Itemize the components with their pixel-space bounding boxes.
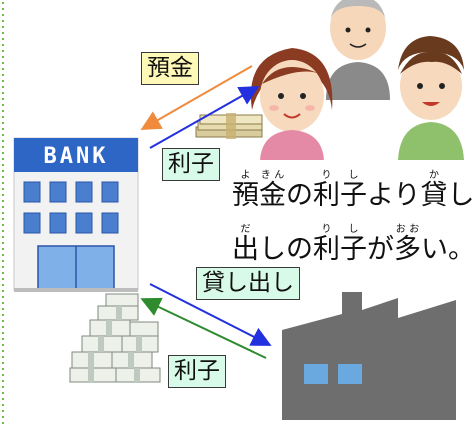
caption-line-2: 出だしの利り子しが多おおい。 (232, 224, 472, 263)
furigana: よ (232, 170, 259, 181)
caption-segment: しの (259, 234, 313, 265)
caption-segment: 利り (313, 170, 340, 211)
caption-segment: い。 (421, 234, 472, 265)
interest-arrow-bottom (140, 297, 267, 359)
furigana: り (313, 170, 340, 181)
caption-segment: より (367, 180, 421, 211)
furigana: きん (259, 170, 286, 181)
caption-segment: 子し (340, 170, 367, 211)
loan-label: 貸し出し (196, 267, 300, 300)
caption-line-1: 預よ金きんの利り子しより貸かし (232, 170, 472, 209)
factory-icon (282, 292, 456, 420)
loan-arrow (149, 283, 272, 346)
caption-segment: 預よ (232, 170, 259, 211)
money-stack-icon (195, 113, 263, 139)
caption-segment: し (447, 180, 472, 211)
caption-segment: 金きん (259, 170, 286, 211)
bank-building-icon (13, 137, 139, 292)
interest-label-top: 利子 (162, 148, 220, 181)
interest-label-bottom: 利子 (168, 355, 226, 388)
furigana: だ (232, 224, 259, 235)
caption-segment: 利り (313, 224, 340, 265)
caption-segment: 出だ (232, 224, 259, 265)
family-icon (250, 0, 464, 160)
interest-arrow-top (149, 86, 260, 149)
furigana: か (420, 170, 448, 181)
furigana: し (340, 224, 367, 235)
furigana: おお (394, 224, 421, 235)
caption-segment: が (367, 234, 394, 265)
dotted-border (0, 0, 6, 425)
deposit-arrow (140, 65, 253, 130)
caption-segment: 貸か (420, 170, 448, 211)
caption-segment: 子し (340, 224, 367, 265)
money-pile-icon (69, 293, 161, 383)
furigana: し (340, 170, 367, 181)
caption-segment: 多おお (394, 224, 421, 265)
deposit-label: 預金 (141, 52, 199, 85)
bank-sign: BANK (44, 144, 109, 169)
furigana: り (313, 224, 340, 235)
caption-segment: の (286, 180, 313, 211)
